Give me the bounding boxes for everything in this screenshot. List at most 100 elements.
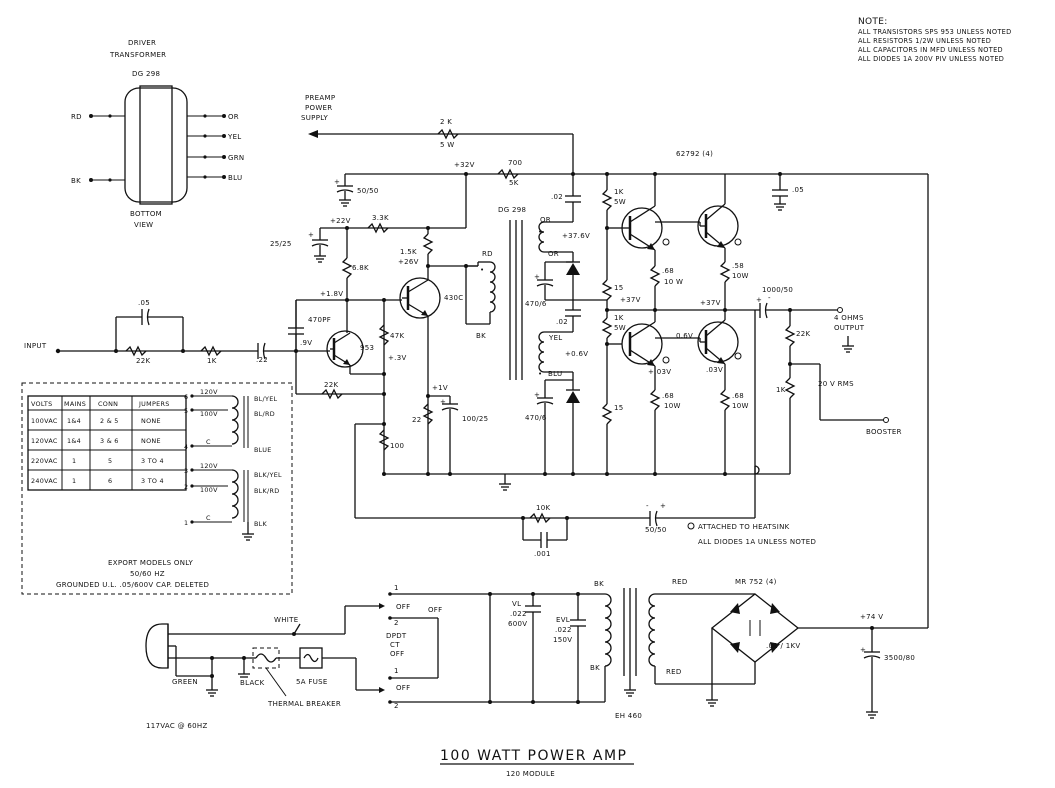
resistor-label: 1K	[776, 386, 786, 394]
capacitor-label: 50/50	[357, 187, 379, 195]
switch-label: OFF	[390, 650, 404, 658]
export-note: EXPORT MODELS ONLY	[108, 559, 194, 567]
export-mains-box: VOLTS MAINS CONN JUMPERS 100VAC 1&4 2 & …	[21, 382, 293, 595]
svg-text:+: +	[660, 502, 666, 510]
output-label: 4 OHMS	[834, 314, 864, 322]
voltage-label: .9V	[300, 339, 312, 347]
resistor-label: 22K	[136, 357, 151, 365]
switch-label: OFF	[396, 603, 410, 611]
svg-text:+: +	[756, 296, 762, 304]
input-label: INPUT	[24, 342, 47, 350]
wire-color-label: BLUE	[254, 446, 272, 454]
lead-label: BLU	[228, 174, 242, 182]
table-cell: 2 & 5	[100, 417, 119, 425]
diode-icon	[770, 642, 780, 653]
output-terminal	[837, 307, 843, 313]
svg-text:+: +	[308, 231, 314, 239]
winding-label: RD	[482, 250, 493, 258]
switch-pin: 2	[394, 619, 399, 627]
export-note: 50/60 HZ	[130, 570, 165, 578]
breaker-label: THERMAL BREAKER	[267, 700, 341, 708]
voltage-label: +37.6V	[562, 232, 590, 240]
schematic-subtitle: 120 MODULE	[506, 770, 555, 778]
resistor-label: 47K	[390, 332, 405, 340]
transistor-label: 430C	[444, 294, 463, 302]
capacitor-label: .05	[792, 186, 804, 194]
heatsink-marker-icon	[734, 238, 742, 246]
capacitor-label: 25/25	[270, 240, 292, 248]
diode-icon	[566, 391, 580, 403]
diodes-note: ALL DIODES 1A UNLESS NOTED	[698, 538, 816, 546]
driver-transformer-part: DG 298	[132, 70, 160, 78]
wire-color-label: BLK/YEL	[254, 471, 282, 479]
wire-color-label: BLK/RD	[254, 487, 279, 495]
winding-label: C	[206, 514, 211, 522]
pin-label: 4	[184, 443, 188, 451]
table-header: VOLTS	[31, 400, 52, 408]
preamp-label: SUPPLY	[301, 114, 328, 122]
export-dashed-box	[21, 382, 293, 595]
switch-label: DPDT	[386, 632, 407, 640]
wire-label: BLACK	[240, 679, 265, 687]
capacitor-label: 100/25	[462, 415, 488, 423]
capacitor-label: .22	[256, 356, 268, 364]
table-cell: 240VAC	[31, 477, 58, 485]
resistor-label: 22K	[324, 381, 339, 389]
capacitor-label: EVL	[556, 616, 570, 624]
diode-icon	[566, 263, 580, 275]
capacitor-label: .01 / 1KV	[766, 642, 800, 650]
driver-transformer-bottom-view: DRIVER TRANSFORMER DG 298 RD BK OR YEL G…	[71, 39, 244, 229]
voltage-label: 0.6V	[676, 332, 693, 340]
pin-label: 2	[184, 483, 188, 491]
transistor-q430c	[399, 277, 441, 319]
notes-block: NOTE: ALL TRANSISTORS SPS 953 UNLESS NOT…	[858, 17, 1011, 63]
table-cell: 5	[108, 457, 112, 465]
capacitor-label: .001	[534, 550, 551, 558]
switch-pin: 1	[394, 667, 399, 675]
winding-label: 120V	[200, 462, 218, 470]
svg-text:+: +	[440, 398, 446, 406]
wire-color-label: BLK	[254, 520, 268, 528]
svg-text:+: +	[534, 391, 540, 399]
switch-pin: 2	[394, 702, 399, 710]
booster-terminal	[883, 417, 889, 423]
capacitor-label: .02	[556, 318, 568, 326]
voltage-label: +26V	[398, 258, 419, 266]
transistor-label: 62792 (4)	[676, 150, 713, 158]
lead-label: OR	[228, 113, 239, 121]
svg-text:+: +	[534, 273, 540, 281]
mains-table	[27, 395, 187, 491]
note-line: ALL CAPACITORS IN MFD UNLESS NOTED	[858, 46, 1003, 54]
capacitor-label: .02	[551, 193, 563, 201]
voltage-label: +22V	[330, 217, 351, 225]
resistor-label: 10W	[732, 272, 749, 280]
voltage-label: +0.6V	[565, 350, 588, 358]
heatsink-marker-icon	[687, 522, 695, 530]
preamp-label: PREAMP	[305, 94, 335, 102]
driver-transformer-schematic: RD BK • DG 298 OR • YEL BLU • OR	[465, 206, 573, 380]
driver-transformer-label: DRIVER	[128, 39, 156, 47]
switch-label: OFF	[396, 684, 410, 692]
table-cell: 220VAC	[31, 457, 58, 465]
resistor-label: 15	[614, 284, 624, 292]
resistor-label: 6.8K	[352, 264, 369, 272]
notes-heading: NOTE:	[858, 17, 888, 27]
winding-label: BK	[594, 580, 604, 588]
table-header: CONN	[98, 400, 118, 408]
transistor-q953	[326, 330, 364, 368]
voltage-label: +1V	[432, 384, 448, 392]
table-cell: 120VAC	[31, 437, 58, 445]
switch-pin: 1	[394, 584, 399, 592]
table-cell: 1&4	[67, 437, 81, 445]
ac-power-input: WHITE GREEN BLACK 5A FUSE THERMAL BREAKE…	[145, 578, 928, 730]
note-line: ALL RESISTORS 1/2W UNLESS NOTED	[858, 37, 991, 45]
diode-icon	[730, 642, 740, 653]
resistor-label: 10W	[732, 402, 749, 410]
capacitor-label: 470/6	[525, 414, 547, 422]
transformer-frame	[124, 87, 188, 203]
wire-label: GREEN	[172, 678, 198, 686]
fuse-label: 5A FUSE	[296, 678, 328, 686]
resistor-label: 700	[508, 159, 522, 167]
pin-label: 6	[184, 393, 188, 401]
